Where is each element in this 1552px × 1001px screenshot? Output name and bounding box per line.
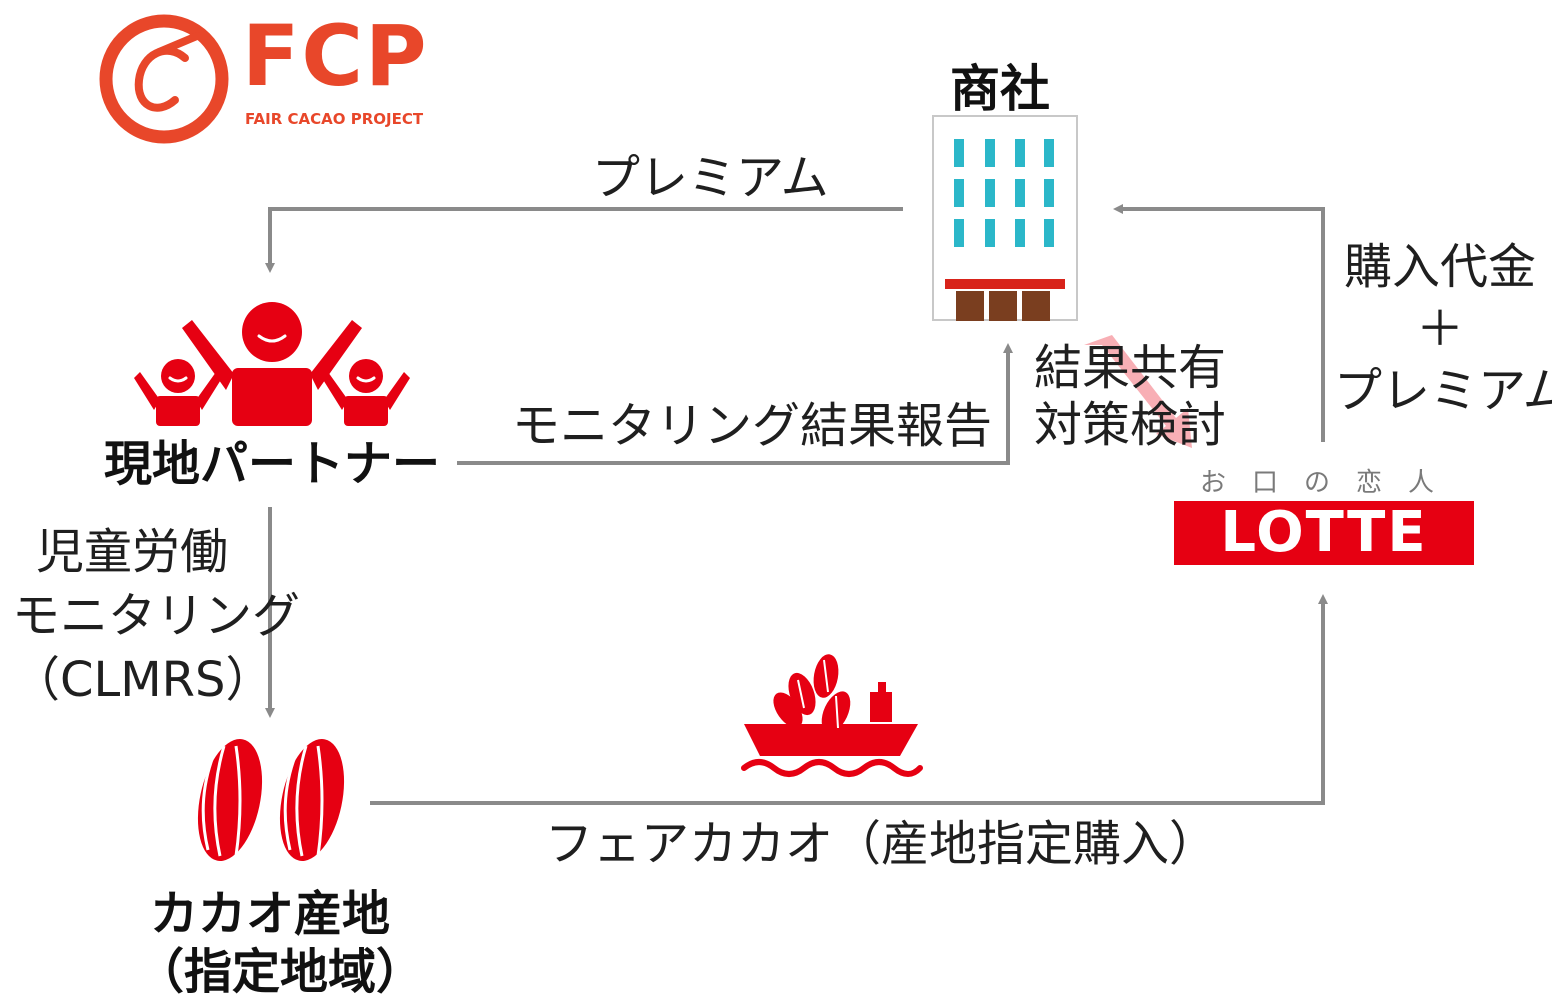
- fcp-logo: FCP FAIR CACAO PROJECT: [97, 12, 427, 147]
- arrow-monitoring-report: [457, 343, 1013, 465]
- trading-company-title: 商社: [950, 60, 1050, 118]
- lotte-tagline: お口の恋人: [1200, 468, 1461, 498]
- local-partner-title: 現地パートナー: [104, 436, 441, 492]
- fcp-circle-icon: [99, 14, 229, 144]
- cacao-pods-icon: [184, 734, 360, 866]
- fair-cacao-label: フェアカカオ（産地指定購入）: [545, 816, 1218, 872]
- cacao-origin-title: カカオ産地 （指定地域）: [136, 885, 425, 1001]
- purchase-line-3: プレミアム: [1334, 363, 1552, 419]
- purchase-price-label: 購入代金 ＋ プレミアム: [1334, 236, 1552, 422]
- premium-label: プレミアム: [592, 150, 829, 206]
- diagonal-arrow-icon: [1084, 335, 1192, 448]
- arrow-premium-to-partner: [265, 207, 903, 273]
- fcp-logo-subtitle: FAIR CACAO PROJECT: [245, 110, 424, 128]
- result-share-line-1: 結果共有: [1034, 340, 1227, 396]
- purchase-line-1: 購入代金: [1343, 239, 1536, 295]
- people-raising-hands-icon: [134, 298, 410, 428]
- child-labor-line-2: モニタリング: [12, 588, 301, 644]
- lotte-logo: LOTTE: [1174, 501, 1474, 565]
- arrow-fair-cacao: [370, 594, 1328, 805]
- office-building-icon: [932, 115, 1078, 321]
- cargo-ship-with-cacao-icon: [740, 652, 924, 782]
- purchase-line-2: ＋: [1415, 301, 1464, 357]
- monitoring-report-label: モニタリング結果報告: [512, 398, 993, 454]
- child-labor-line-1: 児童労働: [35, 524, 228, 580]
- cacao-origin-line-2: （指定地域）: [136, 944, 425, 1000]
- result-share-line-2: 対策検討: [1034, 396, 1227, 453]
- fcp-logo-text: FCP: [242, 7, 429, 105]
- child-labor-line-3: （CLMRS）: [12, 652, 274, 708]
- result-share-label: 結果共有 対策検討: [1034, 340, 1226, 453]
- arrow-purchase-to-trading: [1113, 204, 1325, 442]
- child-labor-monitoring-label: 児童労働 モニタリング （CLMRS）: [12, 520, 301, 712]
- cacao-origin-line-1: カカオ産地: [149, 886, 390, 942]
